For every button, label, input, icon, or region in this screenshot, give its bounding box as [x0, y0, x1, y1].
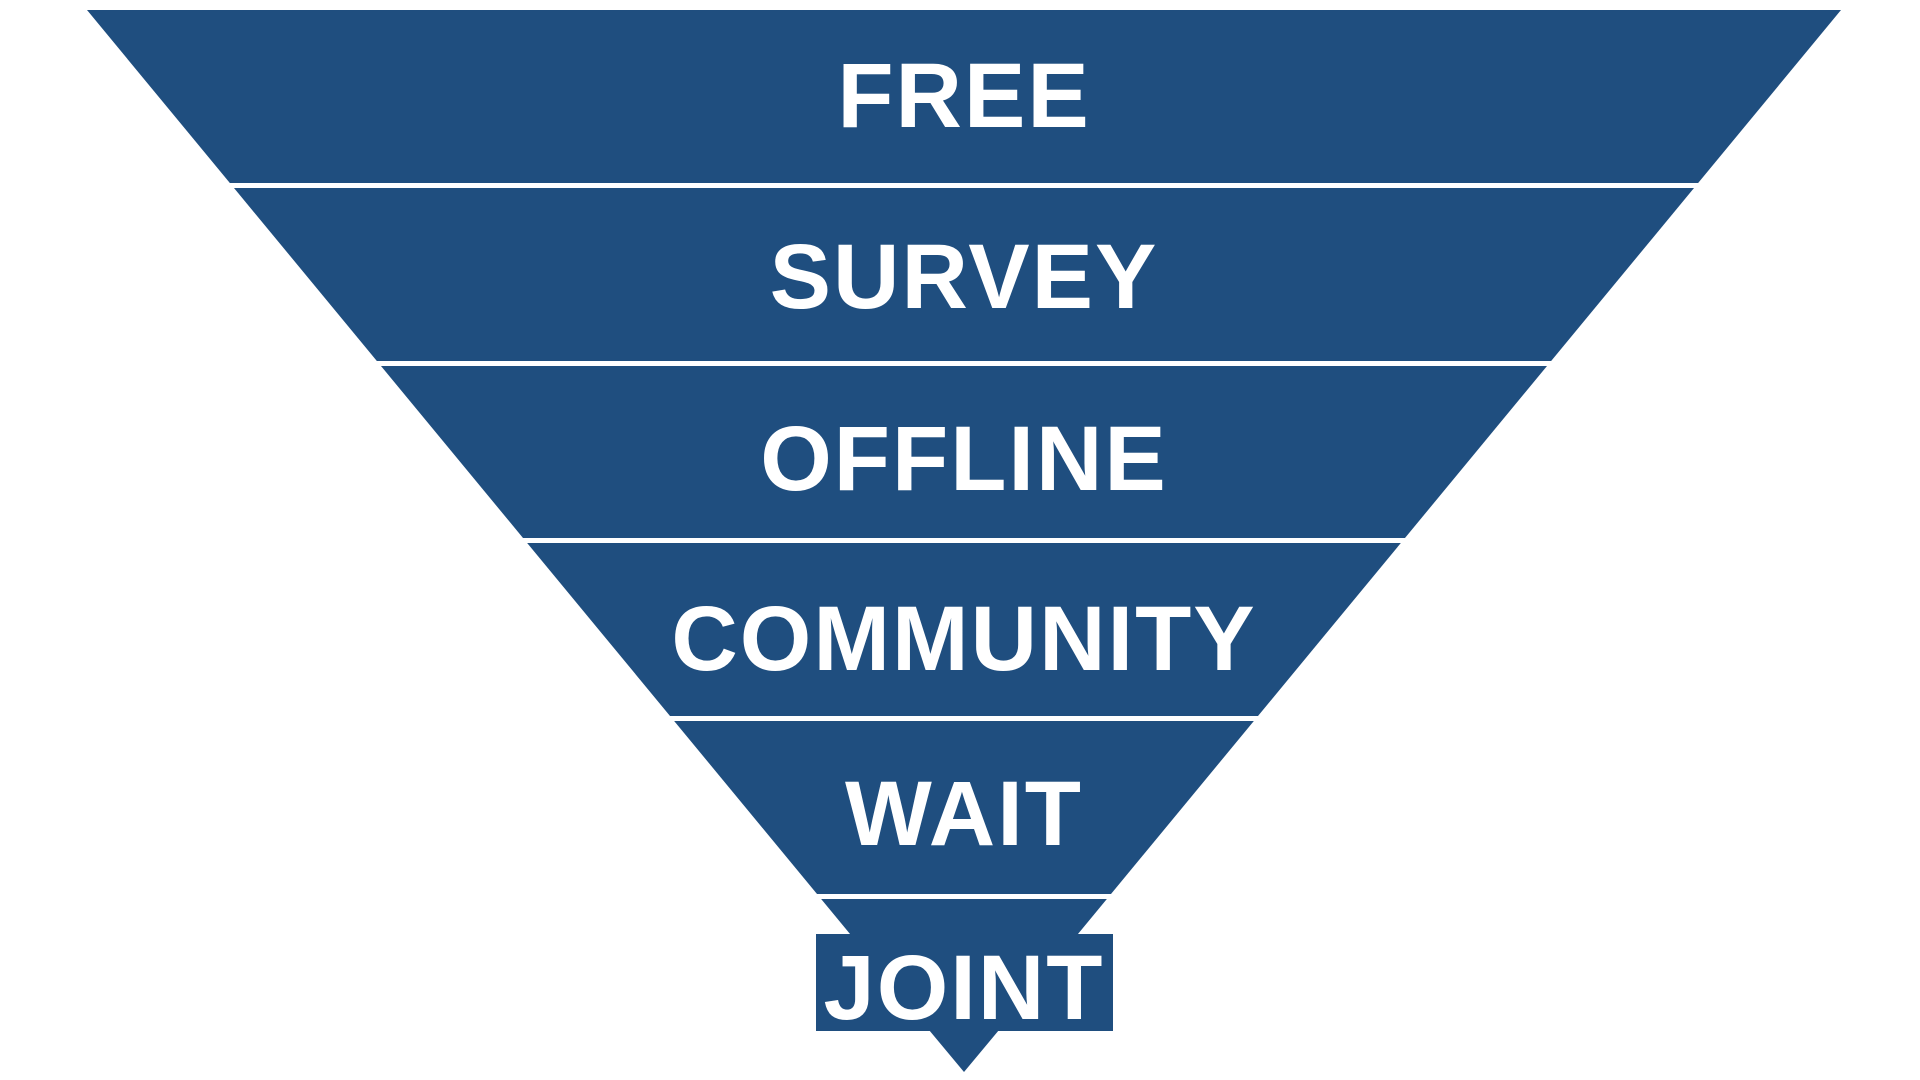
funnel-apex — [929, 1030, 999, 1072]
tier-label-community: COMMUNITY — [671, 588, 1256, 690]
funnel-tier-offline — [380, 366, 1548, 538]
funnel-tier-community — [527, 543, 1401, 716]
tier-label-offline: OFFLINE — [760, 408, 1168, 510]
funnel-tier-free — [87, 10, 1841, 183]
funnel-tier-joint-top — [821, 899, 1107, 935]
tier-label-free: FREE — [837, 45, 1090, 147]
tier-label-joint: JOINT — [824, 937, 1105, 1039]
tier-label-wait: WAIT — [845, 763, 1083, 865]
tier-label-survey: SURVEY — [770, 226, 1159, 328]
funnel-tier-joint — [816, 934, 1113, 1031]
funnel-tier-survey — [233, 188, 1695, 361]
funnel-tier-wait — [674, 721, 1254, 894]
